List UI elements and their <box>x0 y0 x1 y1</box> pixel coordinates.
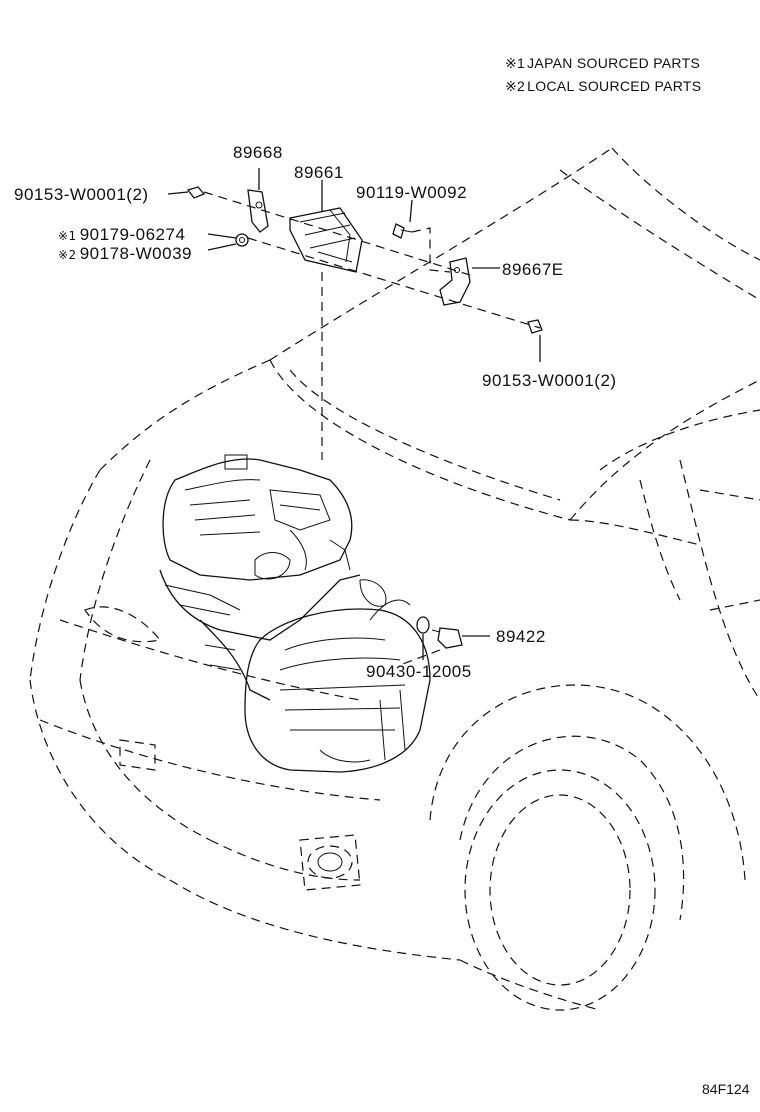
legend-mark-2: ※2 <box>505 78 525 94</box>
legend-text-1: JAPAN SOURCED PARTS <box>527 55 700 71</box>
legend-mark-1: ※1 <box>505 55 525 71</box>
bolt-90119-part <box>392 223 413 239</box>
callout-90178-mark: ※2 <box>58 248 77 262</box>
callouts: 89668 89661 90153-W0001(2) 90119-W0092 ※… <box>14 143 617 681</box>
callout-90179-mark: ※1 <box>58 229 77 243</box>
callout-90430[interactable]: 90430-12005 <box>366 662 472 681</box>
legend-text-2: LOCAL SOURCED PARTS <box>527 78 701 94</box>
figure-code: 84F124 <box>702 1081 750 1097</box>
callout-89422[interactable]: 89422 <box>496 627 546 646</box>
callout-90179[interactable]: 90179-06274 <box>80 225 186 244</box>
callout-89661[interactable]: 89661 <box>294 163 344 182</box>
callout-89667e[interactable]: 89667E <box>502 260 564 279</box>
bolt-90153-left-part <box>186 186 206 199</box>
callout-90178[interactable]: 90178-W0039 <box>80 244 192 263</box>
o-ring-90430-part <box>416 616 430 634</box>
callout-90119[interactable]: 90119-W0092 <box>356 183 467 202</box>
callout-89668[interactable]: 89668 <box>233 143 283 162</box>
callout-90153-left[interactable]: 90153-W0001(2) <box>14 185 149 204</box>
speed-sensor-89422-part <box>431 627 463 649</box>
engine-assembly <box>159 454 431 773</box>
ecu-bracket-89668-part <box>247 189 269 233</box>
callout-90153-right[interactable]: 90153-W0001(2) <box>482 371 617 390</box>
nut-90179-part <box>235 233 249 247</box>
leader-lines <box>167 168 541 666</box>
ecu-bracket-89667e-part <box>439 257 471 306</box>
vehicle-outline <box>29 147 760 1011</box>
